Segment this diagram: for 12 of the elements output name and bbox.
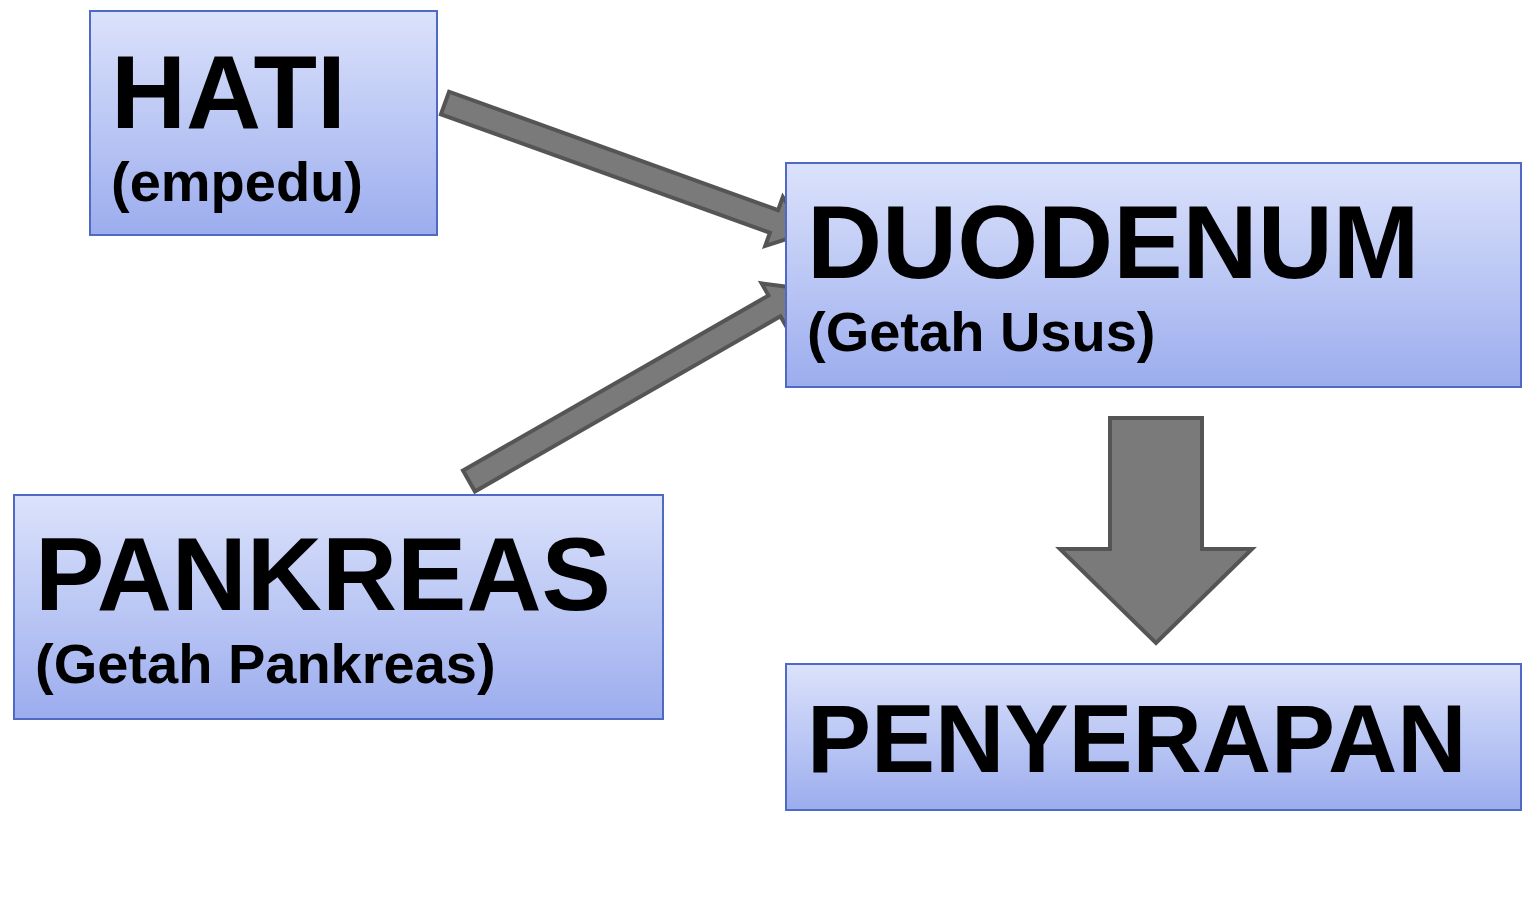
process-box	[785, 162, 1522, 388]
process-box	[13, 494, 664, 720]
node-subtitle: (empedu)	[111, 150, 364, 215]
process-box	[89, 10, 438, 236]
node-subtitle: (Getah Usus)	[807, 300, 1157, 365]
node-title: PENYERAPAN	[807, 691, 1468, 787]
node-title: HATI	[111, 40, 347, 144]
block-arrow	[1055, 416, 1257, 646]
node-title: DUODENUM	[807, 190, 1421, 294]
node-subtitle: (Getah Pankreas)	[35, 632, 497, 697]
node-title: PANKREAS	[35, 522, 612, 626]
process-box	[785, 663, 1522, 811]
